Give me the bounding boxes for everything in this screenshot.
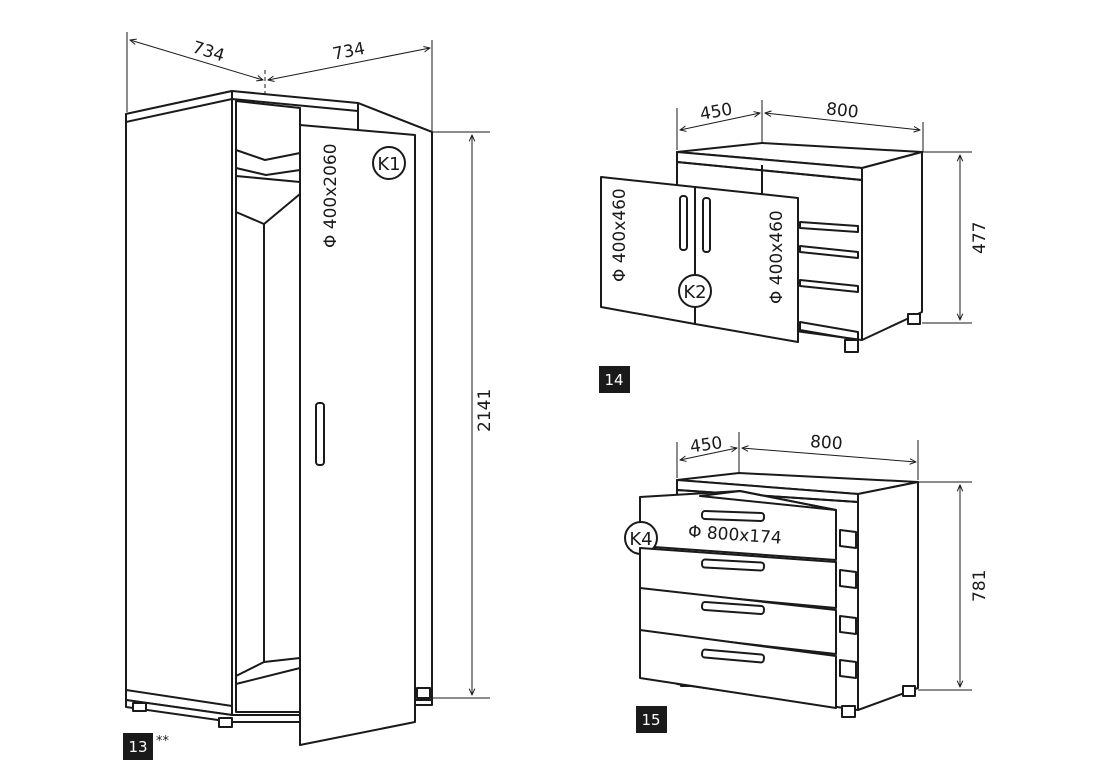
cabinet-foot [844, 339, 859, 353]
door-size-label: Φ 400x2060 [321, 143, 341, 248]
door-right-size-label: Φ 400x460 [767, 210, 787, 304]
dimension-arrow-width [742, 448, 916, 462]
dimension-width-left: 734 [190, 38, 227, 67]
drawer-handle [700, 510, 766, 522]
chest-foot [902, 685, 916, 697]
drawer-code: K4 [629, 529, 652, 550]
wardrobe-foot [218, 717, 233, 728]
item-badge-number: 15 [641, 711, 660, 729]
cabinet-right-side [861, 151, 923, 341]
cabinet-shelf [799, 245, 859, 259]
dimension-width: 800 [809, 432, 843, 454]
dimension-arrow-left [130, 40, 263, 80]
item-note: ** [156, 734, 170, 749]
cabinet-shelf [799, 221, 859, 233]
dimension-height: 2141 [475, 389, 495, 432]
door-code: K1 [377, 154, 400, 175]
chest-right-side [857, 481, 919, 711]
dimension-width: 800 [825, 99, 859, 122]
item-badge-number: 13 [128, 738, 147, 756]
drawer-front [639, 629, 837, 709]
wardrobe-plinth-right [413, 699, 433, 706]
door-code-circle [372, 146, 406, 180]
cabinet-shelf [799, 279, 859, 293]
wardrobe-foot [132, 702, 147, 712]
door-left-handle [679, 195, 688, 251]
drawer-slot [839, 615, 857, 635]
dimension-arrow-width [765, 113, 920, 130]
open-drawer-box [699, 490, 837, 511]
chest-foot [841, 705, 856, 718]
dimension-depth: 450 [699, 99, 734, 124]
dimension-arrow-right [268, 48, 430, 80]
drawer-slot [839, 569, 857, 589]
wardrobe-interior [235, 100, 301, 713]
low-cabinet-14: 450 800 Φ 400x460 Φ 400x460 K2 477 14 [599, 99, 990, 393]
edge-line [125, 98, 233, 123]
drawer-slot [839, 529, 857, 549]
dimension-height: 781 [970, 570, 990, 602]
wardrobe-rail-shelf [235, 175, 301, 225]
corner-wardrobe-13: 734 734 Φ 400x2060 K1 2141 [123, 32, 495, 760]
wardrobe-left-side [125, 90, 233, 716]
drawer-slot [839, 659, 857, 679]
cabinet-foot [907, 313, 921, 325]
edge-line [125, 689, 233, 707]
wardrobe-foot [416, 687, 431, 699]
wardrobe-door [299, 124, 416, 746]
drawer-handle [700, 558, 766, 572]
door-right-handle [702, 197, 711, 253]
item-badge-number: 14 [604, 371, 623, 389]
item-badge [599, 366, 630, 393]
item-badge [123, 733, 153, 760]
item-badge [636, 706, 667, 733]
dimension-depth: 450 [689, 433, 724, 457]
dimension-height: 477 [970, 222, 990, 254]
dimension-arrow-depth [680, 448, 737, 460]
door-code: K2 [683, 282, 706, 303]
dimension-width-right: 734 [331, 39, 367, 65]
chest-of-drawers-15: 450 800 Φ 800x174 K4 781 [624, 432, 990, 733]
drawer-handle [700, 601, 766, 615]
door-code-circle [678, 274, 712, 308]
drawer-handle [701, 648, 765, 664]
door-left-size-label: Φ 400x460 [610, 188, 630, 282]
dimension-arrow-depth [680, 113, 760, 130]
wardrobe-door-handle [315, 402, 325, 466]
